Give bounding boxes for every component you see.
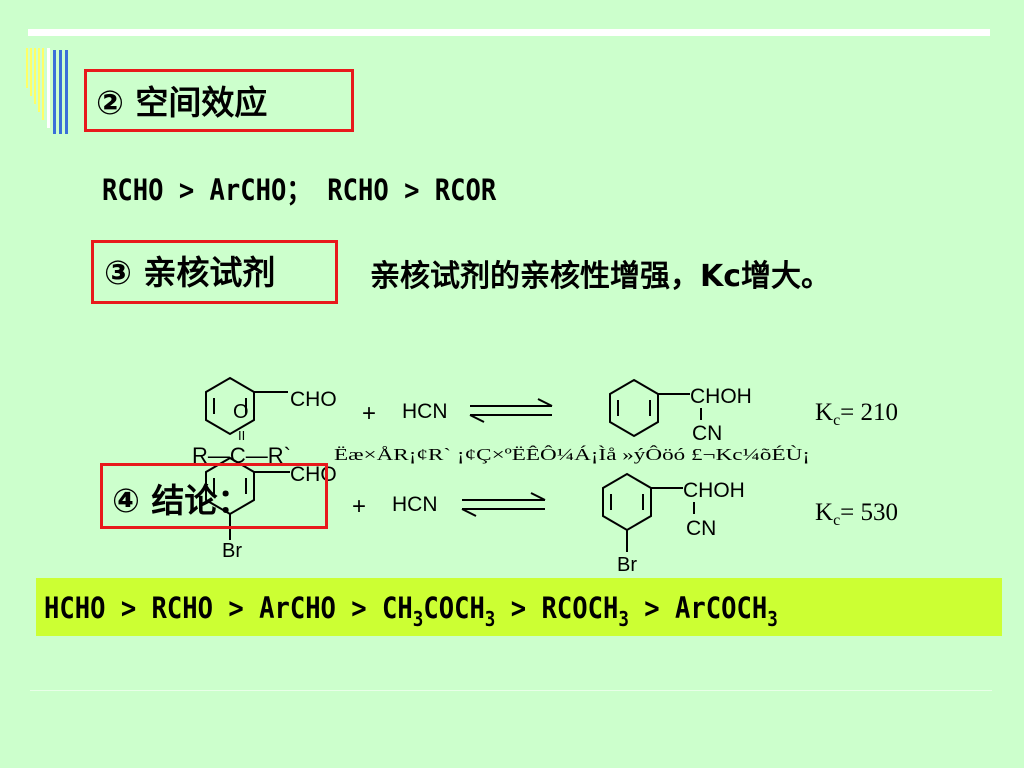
decorative-stripes bbox=[26, 48, 68, 134]
section4-heading: ④ 结论： bbox=[112, 481, 251, 520]
garbled-text: Ëæ×ÅR¡¢R` ¡¢Ç×ºËÊÔ¼Á¡Ìå »ýÔöó £¬Kc¼õÉÙ¡ bbox=[334, 445, 810, 464]
benzene-ring-reactant-1 bbox=[205, 376, 288, 436]
top-rule bbox=[28, 29, 990, 36]
product1-group-bottom: CN bbox=[692, 422, 722, 445]
section3-heading: ③ 亲核试剂 bbox=[104, 253, 276, 292]
equilibrium-arrow-1 bbox=[469, 398, 553, 423]
summary-bar: HCHO > RCHO > ArCHO > CH3COCH3 > RCOCH3 … bbox=[36, 578, 1002, 636]
product2-substituent: Br bbox=[617, 554, 637, 576]
section2-frame bbox=[84, 69, 354, 132]
reaction2-reagent: HCN bbox=[392, 493, 438, 516]
carbonyl-oxygen: O bbox=[233, 401, 249, 423]
carbonyl-double-bond: II bbox=[238, 428, 245, 443]
reactant2-substituent: Br bbox=[222, 540, 242, 562]
section3-frame bbox=[91, 240, 338, 304]
reactant1-group: CHO bbox=[290, 388, 337, 411]
reaction2-plus: + bbox=[352, 493, 366, 520]
reaction1-reagent: HCN bbox=[402, 400, 448, 423]
reactivity-order: HCHO > RCHO > ArCHO > CH3COCH3 > RCOCH3 … bbox=[44, 591, 778, 631]
bottom-rule bbox=[30, 690, 992, 691]
product2-group-top: CHOH bbox=[683, 479, 745, 502]
benzene-ring-product-1 bbox=[609, 378, 702, 438]
product2-group-bottom: CN bbox=[686, 517, 716, 540]
steric-comparison: RCHO > ArCHO； RCHO > RCOR bbox=[102, 173, 497, 207]
reaction1-kc: Kc= 210 bbox=[815, 399, 898, 429]
section4-frame bbox=[100, 463, 328, 529]
reaction2-kc: Kc= 530 bbox=[815, 499, 898, 529]
benzene-ring-product-2 bbox=[602, 472, 695, 552]
section3-description: 亲核试剂的亲核性增强，Kc增大。 bbox=[370, 259, 832, 294]
reaction1-plus: + bbox=[362, 400, 376, 427]
section2-heading: ② 空间效应 bbox=[96, 83, 268, 122]
product1-group-top: CHOH bbox=[690, 385, 752, 408]
equilibrium-arrow-2 bbox=[461, 492, 546, 517]
